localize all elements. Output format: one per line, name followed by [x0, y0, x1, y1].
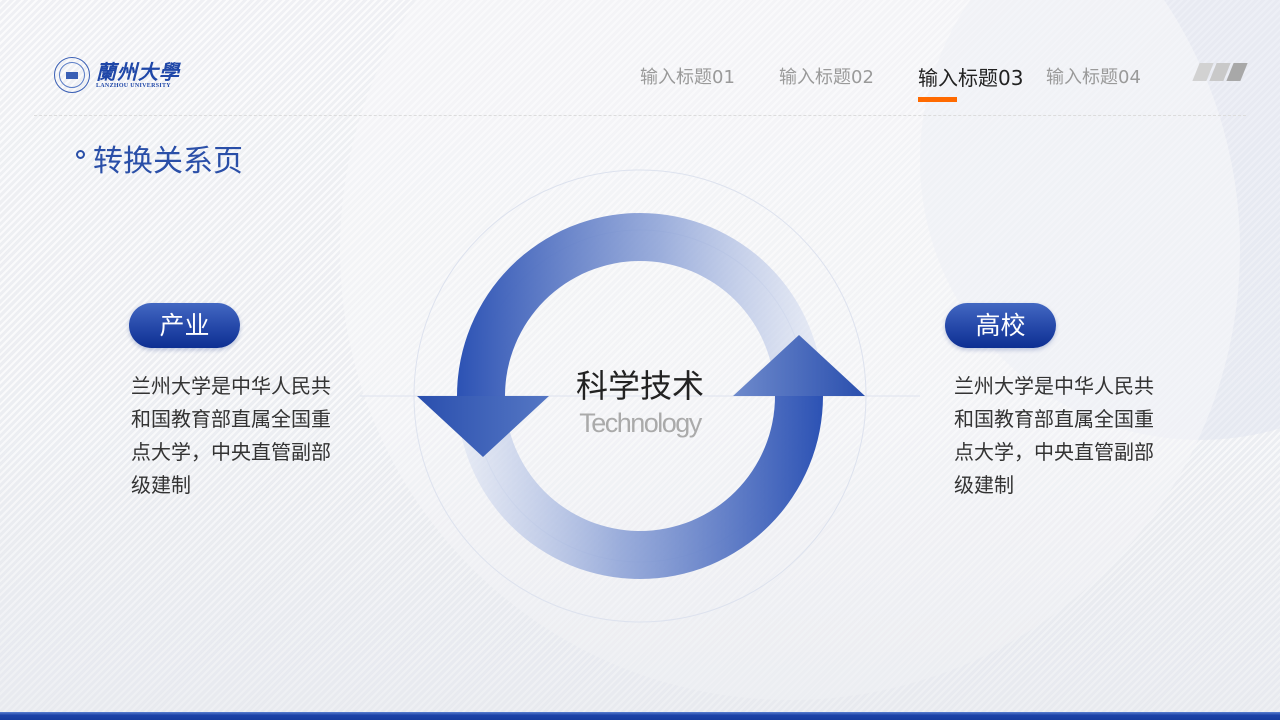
university-seal-icon [54, 57, 90, 93]
nav-item-4[interactable]: 输入标题04 [1046, 67, 1141, 88]
header-divider [34, 115, 1246, 116]
logo-name-en: LANZHOU UNIVERSITY [96, 83, 171, 89]
industry-badge: 产业 [129, 303, 240, 348]
decorative-stripes-icon [1192, 63, 1248, 81]
university-description: 兰州大学是中华人民共和国教育部直属全国重点大学，中央直管副部级建制 [954, 374, 1154, 497]
page-title-text: 转换关系页 [93, 144, 243, 179]
logo-text: 蘭州大學 LANZHOU UNIVERSITY [96, 61, 180, 89]
diagram-center-label: 科学技术 Technology [540, 364, 740, 438]
title-bullet-icon [76, 150, 85, 159]
footer-bar [0, 712, 1280, 720]
university-badge: 高校 [945, 303, 1056, 348]
left-block-industry: 产业 兰州大学是中华人民共和国教育部直属全国重点大学，中央直管副部级建制 [129, 303, 349, 502]
center-title: 科学技术 [575, 367, 704, 405]
nav-item-1[interactable]: 输入标题01 [640, 67, 735, 88]
page-title: 转换关系页 [76, 142, 243, 182]
nav-item-2[interactable]: 输入标题02 [779, 67, 874, 88]
active-tab-indicator [918, 97, 957, 102]
right-block-university: 高校 兰州大学是中华人民共和国教育部直属全国重点大学，中央直管副部级建制 [945, 303, 1165, 502]
nav-item-3-active[interactable]: 输入标题03 [918, 66, 1024, 90]
university-logo: 蘭州大學 LANZHOU UNIVERSITY [54, 57, 180, 93]
logo-name-cn: 蘭州大學 [96, 60, 180, 84]
industry-description: 兰州大学是中华人民共和国教育部直属全国重点大学，中央直管副部级建制 [131, 374, 331, 497]
center-subtitle: Technology [579, 408, 702, 438]
top-nav: 输入标题01 输入标题02 输入标题03 输入标题04 [0, 63, 1280, 103]
